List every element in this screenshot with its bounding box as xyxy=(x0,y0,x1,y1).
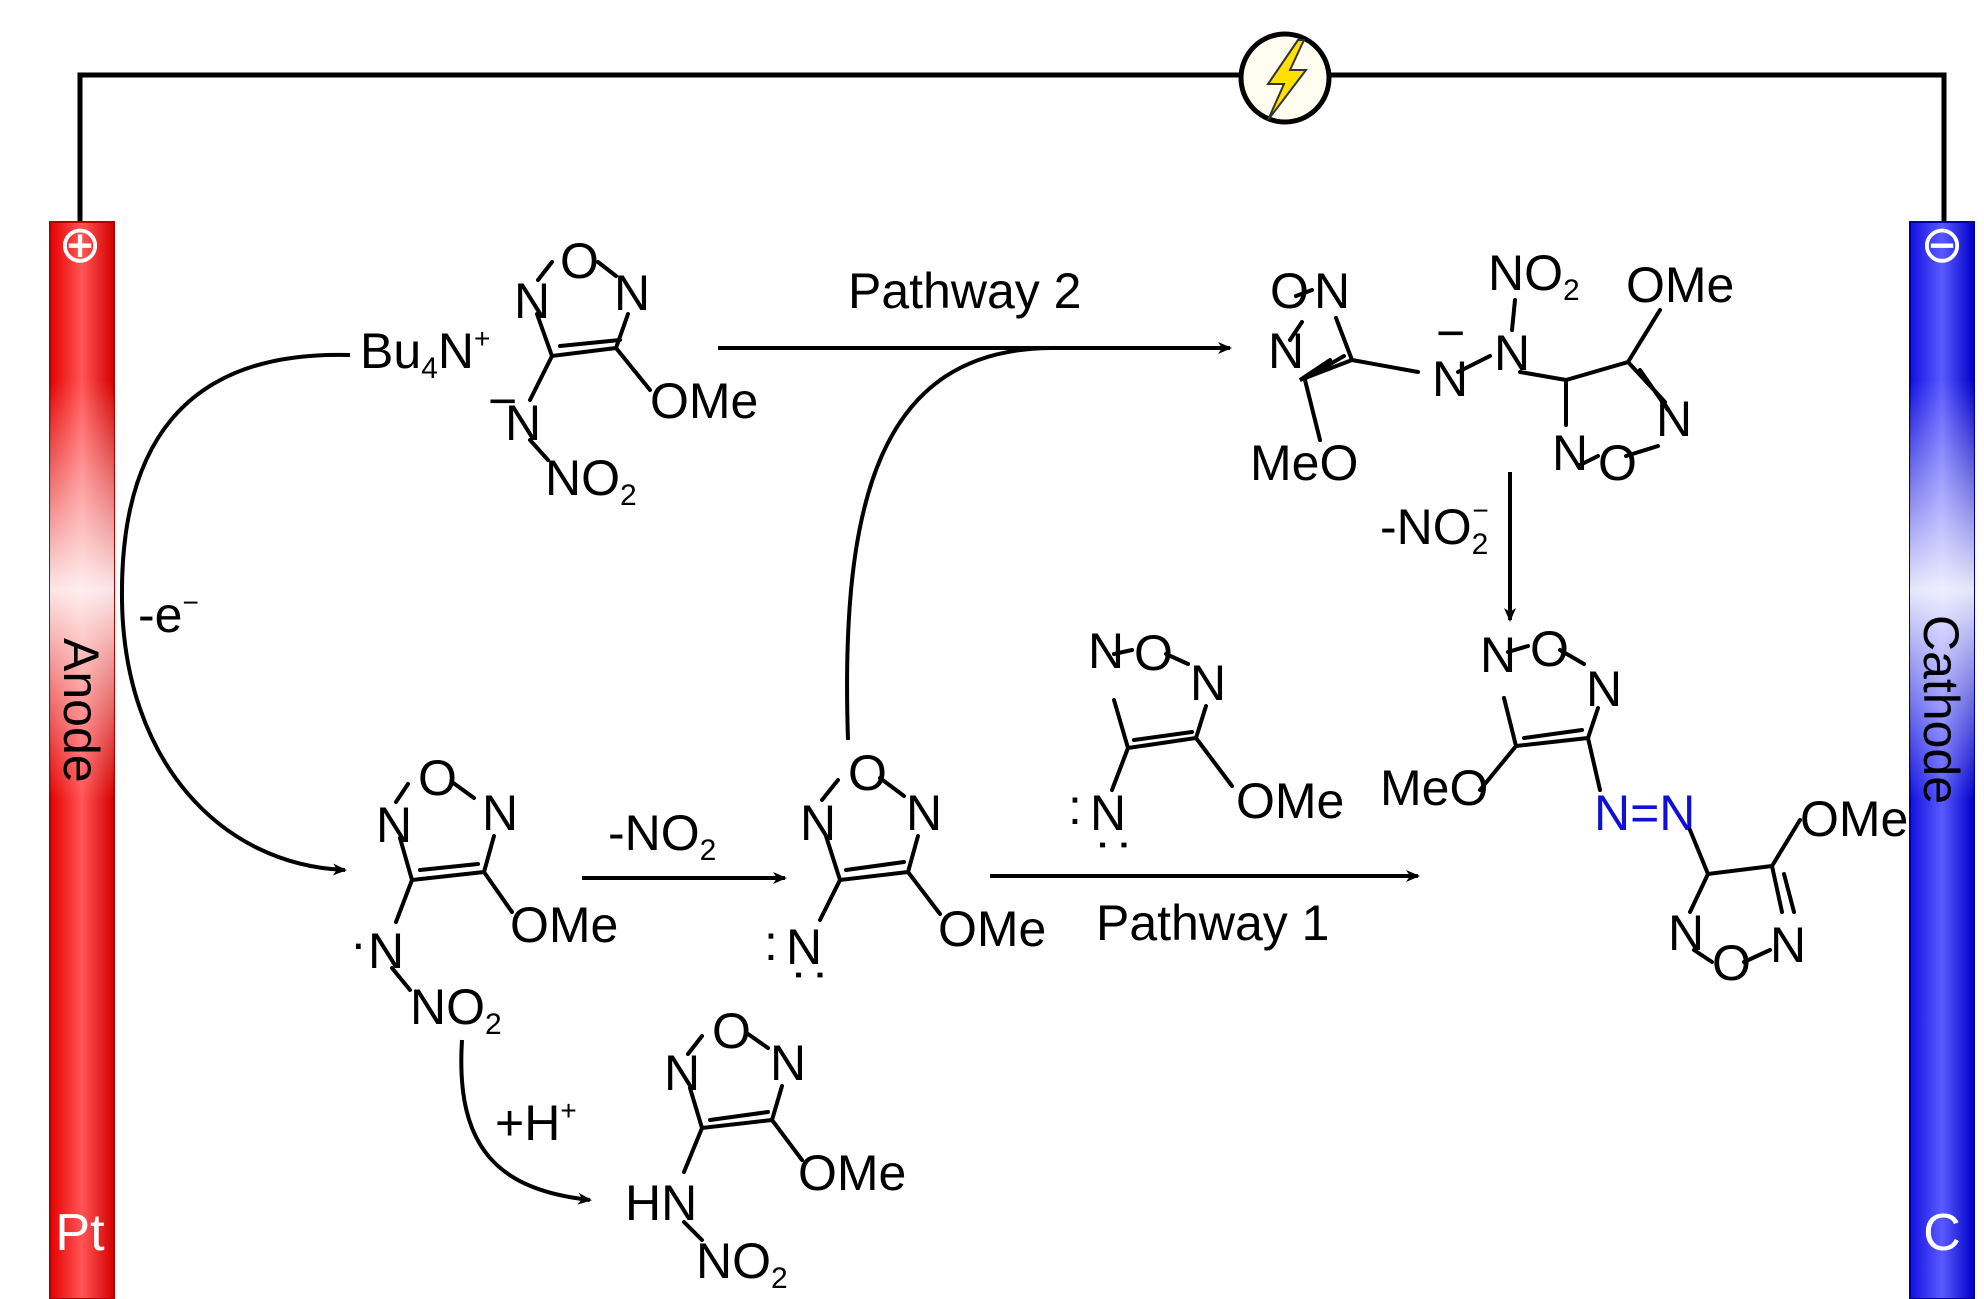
azo-product: N O N MeO N=N OMe N O N xyxy=(1380,621,1908,991)
protonation-arrow xyxy=(459,1039,592,1205)
svg-text:MeO: MeO xyxy=(1250,435,1358,491)
azo-linkage: N=N xyxy=(1594,785,1695,841)
anode-name: Anode xyxy=(53,638,109,783)
anode-sign: ⊕ xyxy=(58,216,102,274)
nitrene-intermediate: O N N OMe : N : xyxy=(764,745,1046,982)
svg-text:O: O xyxy=(712,1003,751,1059)
anode-material: Pt xyxy=(55,1204,105,1262)
circuit-wire-left xyxy=(77,72,1240,225)
svg-text:N: N xyxy=(906,785,942,841)
svg-text:N: N xyxy=(514,273,550,329)
cathode-sign: ⊖ xyxy=(1920,216,1964,274)
svg-text:NO2: NO2 xyxy=(1488,245,1580,307)
svg-text:N: N xyxy=(664,1045,700,1101)
svg-text:NO2: NO2 xyxy=(545,450,637,512)
svg-text:O: O xyxy=(560,233,599,289)
svg-text:N: N xyxy=(1480,627,1516,683)
svg-text:O: O xyxy=(1270,263,1309,319)
circuit-wire-right xyxy=(1330,72,1947,225)
svg-text:·: · xyxy=(350,915,367,971)
svg-text:N: N xyxy=(786,919,822,975)
svg-text:Bu4N+: Bu4N+ xyxy=(360,323,490,385)
svg-text:O: O xyxy=(1598,435,1637,491)
svg-text:−: − xyxy=(1436,305,1465,361)
svg-text:N: N xyxy=(800,795,836,851)
svg-text:N: N xyxy=(482,785,518,841)
svg-text:O: O xyxy=(848,745,887,801)
svg-text:OMe: OMe xyxy=(1236,773,1344,829)
starting-nitramide-anion: O N N OMe − N NO2 xyxy=(488,233,758,512)
svg-text:−: − xyxy=(488,373,517,429)
svg-text:OMe: OMe xyxy=(650,373,758,429)
nitro-triazene-intermediate: O N N MeO N − N NO2 OMe N O N xyxy=(1250,245,1734,491)
svg-text:-NO2: -NO2 xyxy=(608,805,716,867)
cathode-name: Cathode xyxy=(1913,615,1969,804)
svg-text:OMe: OMe xyxy=(1800,791,1908,847)
pathway2-feed-curve xyxy=(845,346,1051,741)
nitramine-byproduct: O N N OMe HN NO2 xyxy=(625,1003,906,1295)
svg-text:OMe: OMe xyxy=(510,897,618,953)
svg-text::: : xyxy=(785,968,841,982)
svg-text:N: N xyxy=(614,265,650,321)
pathway1-label: Pathway 1 xyxy=(1096,895,1329,951)
svg-text:N: N xyxy=(1770,917,1806,973)
svg-text:-e−: -e− xyxy=(138,587,199,643)
svg-text:N: N xyxy=(1314,263,1350,319)
svg-text::: : xyxy=(764,915,778,971)
nitramine-radical: O N N OMe · N NO2 xyxy=(350,750,618,1041)
cathode-material: C xyxy=(1923,1204,1961,1262)
svg-text::: : xyxy=(1068,779,1082,835)
oxidation-arrow xyxy=(119,352,351,876)
svg-text:N: N xyxy=(505,395,541,451)
svg-text:N: N xyxy=(770,1035,806,1091)
lightning-bolt-icon xyxy=(1266,39,1309,121)
svg-text:O: O xyxy=(1530,621,1569,677)
svg-text:+H+: +H+ xyxy=(495,1095,577,1151)
svg-text:O: O xyxy=(418,750,457,806)
svg-text:N: N xyxy=(1088,623,1124,679)
svg-text:N: N xyxy=(1090,785,1126,841)
anode-electrode: ⊕ Pt Anode xyxy=(49,216,115,1299)
svg-text:N: N xyxy=(1552,425,1588,481)
svg-text:N: N xyxy=(1432,351,1468,407)
nitrene-reactant: N O N OMe : N : xyxy=(1068,623,1344,852)
svg-text:N: N xyxy=(368,923,404,979)
svg-text:N: N xyxy=(1190,655,1226,711)
svg-text:OMe: OMe xyxy=(1626,257,1734,313)
svg-text:N: N xyxy=(1268,323,1304,379)
svg-text:NO2: NO2 xyxy=(410,979,502,1041)
cathode-electrode: ⊖ C Cathode xyxy=(1909,216,1975,1299)
svg-text:N: N xyxy=(376,797,412,853)
power-source xyxy=(1238,31,1332,125)
svg-text:OMe: OMe xyxy=(938,901,1046,957)
tetrabutylammonium-cation: Bu4N+ xyxy=(360,323,490,385)
svg-text:NO2: NO2 xyxy=(696,1233,788,1295)
svg-text::: : xyxy=(1089,838,1145,852)
svg-text:N: N xyxy=(1586,661,1622,717)
svg-text:-NO2−: -NO2− xyxy=(1380,495,1489,561)
svg-text:OMe: OMe xyxy=(798,1145,906,1201)
pathway2-label: Pathway 2 xyxy=(848,263,1081,319)
svg-text:MeO: MeO xyxy=(1380,760,1488,816)
